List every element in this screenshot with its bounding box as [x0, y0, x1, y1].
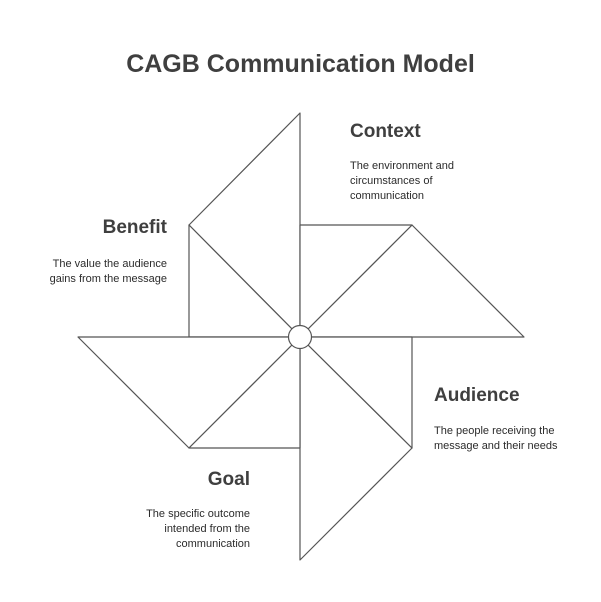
benefit-desc-line: The value the audience	[52, 258, 167, 270]
goal-desc-line: intended from the	[164, 523, 250, 535]
goal-desc-line: The specific outcome	[146, 508, 250, 520]
benefit-label: Benefit	[102, 217, 167, 238]
goal-description: The specific outcome intended from the c…	[90, 507, 250, 552]
audience-label: Audience	[434, 385, 520, 406]
context-description: The environment and circumstances of com…	[350, 159, 454, 204]
goal-desc-line: communication	[176, 538, 250, 550]
audience-desc-line: message and their needs	[434, 440, 558, 452]
blade-left-inner	[188, 336, 301, 449]
audience-description: The people receiving the message and the…	[434, 424, 558, 454]
blade-right-inner	[299, 224, 413, 338]
benefit-desc-line: gains from the message	[49, 273, 167, 285]
blade-bottom-inner	[299, 336, 413, 449]
context-label: Context	[350, 121, 421, 142]
pinwheel-hub	[287, 324, 313, 350]
context-desc-line: The environment and	[350, 160, 454, 172]
page-title: CAGB Communication Model	[126, 50, 475, 78]
benefit-description: The value the audience gains from the me…	[10, 257, 167, 287]
goal-label: Goal	[207, 469, 250, 490]
audience-desc-line: The people receiving the	[434, 425, 555, 437]
context-desc-line: circumstances of	[350, 175, 433, 187]
context-desc-line: communication	[350, 190, 424, 202]
